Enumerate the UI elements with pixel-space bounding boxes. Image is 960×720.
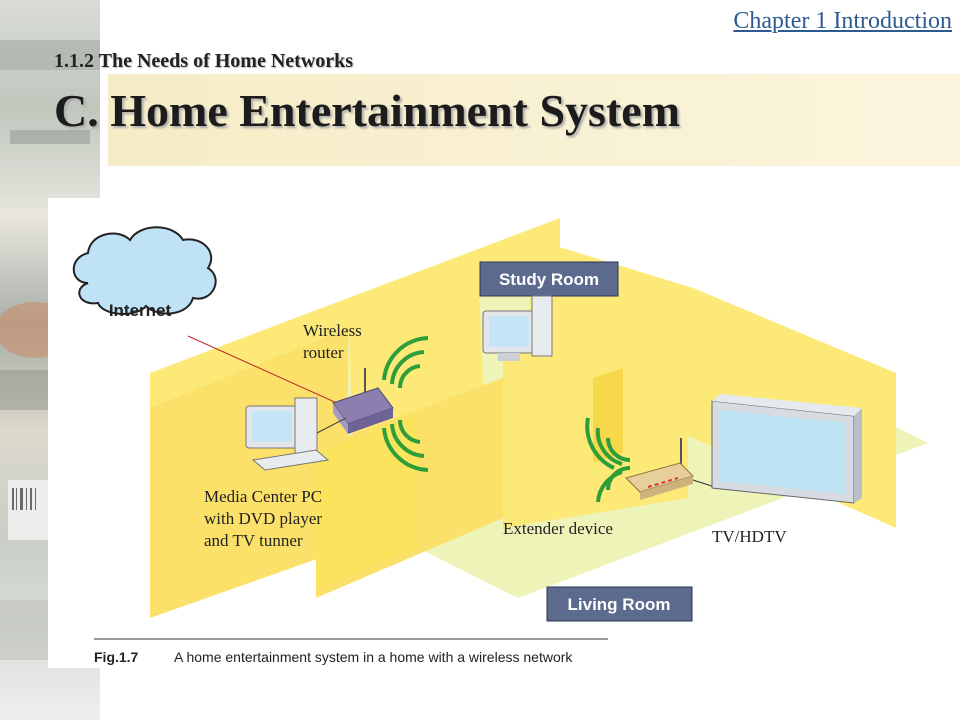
back-left-wall [150,218,560,413]
media-pc-label-line3: and TV tunner [204,531,303,550]
page-title: C. Home Entertainment System [54,85,681,136]
tv-hdtv-icon [711,394,862,504]
internet-label: Internet [109,301,172,320]
study-room-label: Study Room [499,270,599,289]
wireless-router-icon [332,368,394,434]
title-background-band [108,74,960,166]
section-title: 1.1.2 The Needs of Home Networks [54,50,354,72]
tv-label: TV/HDTV [712,527,787,546]
study-room-badge: Study Room [479,261,619,297]
living-room-label: Living Room [568,595,671,614]
extender-signal-waves [585,417,631,503]
extender-label: Extender device [503,519,613,538]
home-network-diagram: Internet Study Room Wireless router [72,218,928,665]
doorway [593,368,623,463]
front-wall [316,413,418,588]
figure-caption: A home entertainment system in a home wi… [174,649,573,665]
figure-number: Fig.1.7 [94,649,139,665]
media-center-pc-icon [245,397,347,471]
extender-device-icon [625,438,719,500]
figure: Internet Study Room Wireless router [48,198,960,668]
router-signal-waves [382,336,429,472]
internet-link [187,335,349,409]
wireless-router-label-line1: Wireless [303,321,362,340]
media-pc-label-line1: Media Center PC [204,487,322,506]
study-room-pc-icon [482,295,553,361]
chapter-link[interactable]: Chapter 1 Introduction [733,8,952,34]
media-pc-label-line2: with DVD player [204,509,322,528]
internet-cloud: Internet [72,226,217,320]
living-room-badge: Living Room [546,586,693,622]
wireless-router-label-line2: router [303,343,344,362]
